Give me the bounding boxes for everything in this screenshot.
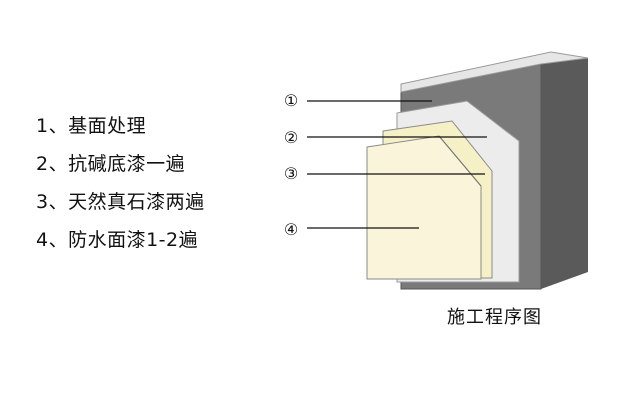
svg-text:②: ② (284, 128, 298, 147)
svg-text:③: ③ (284, 164, 298, 183)
layer-top-coat (366, 135, 482, 280)
step-list: 1、基面处理 2、抗碱底漆一遍 3、天然真石漆两遍 4、防水面漆1-2遍 (36, 116, 205, 268)
diagram-caption: 施工程序图 (447, 307, 542, 328)
svg-text:①: ① (284, 91, 298, 110)
layer-substrate-top (400, 51, 589, 93)
step-item-1: 1、基面处理 (36, 115, 147, 137)
step-item-4: 4、防水面漆1-2遍 (36, 229, 199, 251)
marker-3: ③ (284, 164, 485, 183)
marker-1: ① (284, 91, 432, 110)
marker-4: ④ (284, 220, 419, 239)
step-item-2: 2、抗碱底漆一遍 (36, 153, 186, 175)
svg-text:④: ④ (284, 220, 298, 239)
marker-2: ② (284, 128, 487, 147)
step-item-3: 3、天然真石漆两遍 (36, 191, 205, 213)
